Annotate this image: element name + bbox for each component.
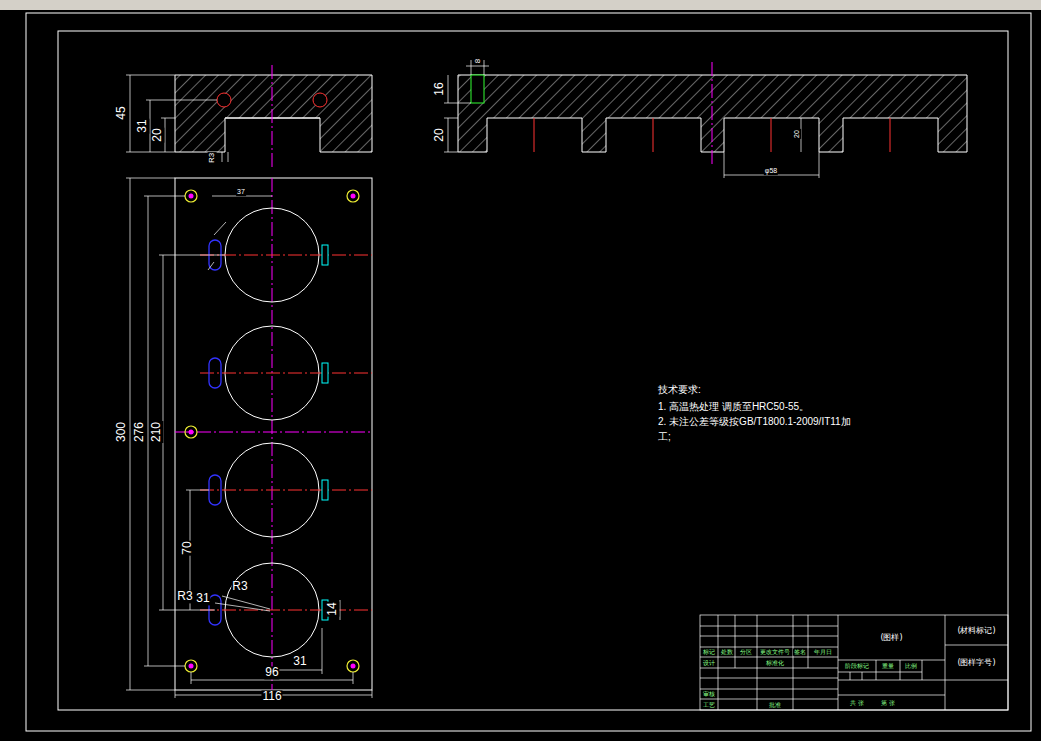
dimension: 20 <box>793 129 801 139</box>
note-line: 1. 高温热处理 调质至HRC50-55。 <box>657 401 810 412</box>
table-cell: 标准化 <box>765 660 785 667</box>
window-bar <box>0 0 1041 10</box>
table-cell: 签名 <box>793 649 807 656</box>
side-section-view <box>126 65 372 168</box>
dimension: R3 <box>231 580 248 593</box>
dimension: 14 <box>326 601 339 616</box>
table-cell: 重量 <box>881 663 895 670</box>
title-text: (图样) <box>880 632 902 643</box>
drawing-frame <box>58 31 1008 710</box>
dimension: 45 <box>115 105 128 120</box>
table-cell: 阶段标记 <box>844 663 870 670</box>
dimension: R3 <box>176 590 193 603</box>
table-cell: 工艺 <box>702 702 716 709</box>
title-text: (图样字号) <box>957 657 995 668</box>
title-block-grid <box>700 615 1008 710</box>
note-heading: 技术要求: <box>657 384 702 395</box>
table-cell: 共 张 <box>849 700 865 707</box>
table-cell: 批准 <box>768 702 782 709</box>
dimension: 31 <box>292 655 307 668</box>
sheet-border <box>26 13 1031 731</box>
dimension: 300 <box>115 421 128 443</box>
dimension: 96 <box>264 666 279 679</box>
dimension: 31 <box>136 118 149 133</box>
table-cell: 年月日 <box>813 649 833 656</box>
title-cell: (图样) <box>838 615 945 660</box>
dimension: 210 <box>150 421 163 443</box>
dimension: 20 <box>151 127 164 142</box>
table-cell: 处数 <box>720 649 734 656</box>
dimension: 31 <box>195 592 210 605</box>
note-line: 工; <box>657 431 672 442</box>
dimension: 8 <box>474 58 483 64</box>
table-cell: 比例 <box>904 663 918 670</box>
plan-view <box>126 178 372 698</box>
dimension: 70 <box>181 540 194 555</box>
dimension: 16 <box>433 81 446 96</box>
table-cell: 标记 <box>702 649 716 656</box>
title-cell: (材料标记) <box>945 615 1008 645</box>
table-cell: 第 张 <box>880 700 896 707</box>
note-line: 2. 未注公差等级按GB/T1800.1-2009/IT11加 <box>657 416 852 427</box>
title-text: (材料标记) <box>957 625 995 636</box>
table-cell: 设计 <box>702 660 716 667</box>
table-cell: 审核 <box>702 691 716 698</box>
front-section-view <box>444 60 967 178</box>
dimension: 20 <box>433 127 446 142</box>
dimension: 116 <box>261 690 282 703</box>
table-cell: 更改文件号 <box>759 649 791 656</box>
dimension: 276 <box>133 421 146 443</box>
title-cell: (图样字号) <box>945 645 1008 680</box>
table-cell: 分区 <box>739 649 753 656</box>
dimension: φ58 <box>764 167 778 175</box>
dimension: R3 <box>208 152 217 164</box>
dimension: 37 <box>236 188 246 196</box>
